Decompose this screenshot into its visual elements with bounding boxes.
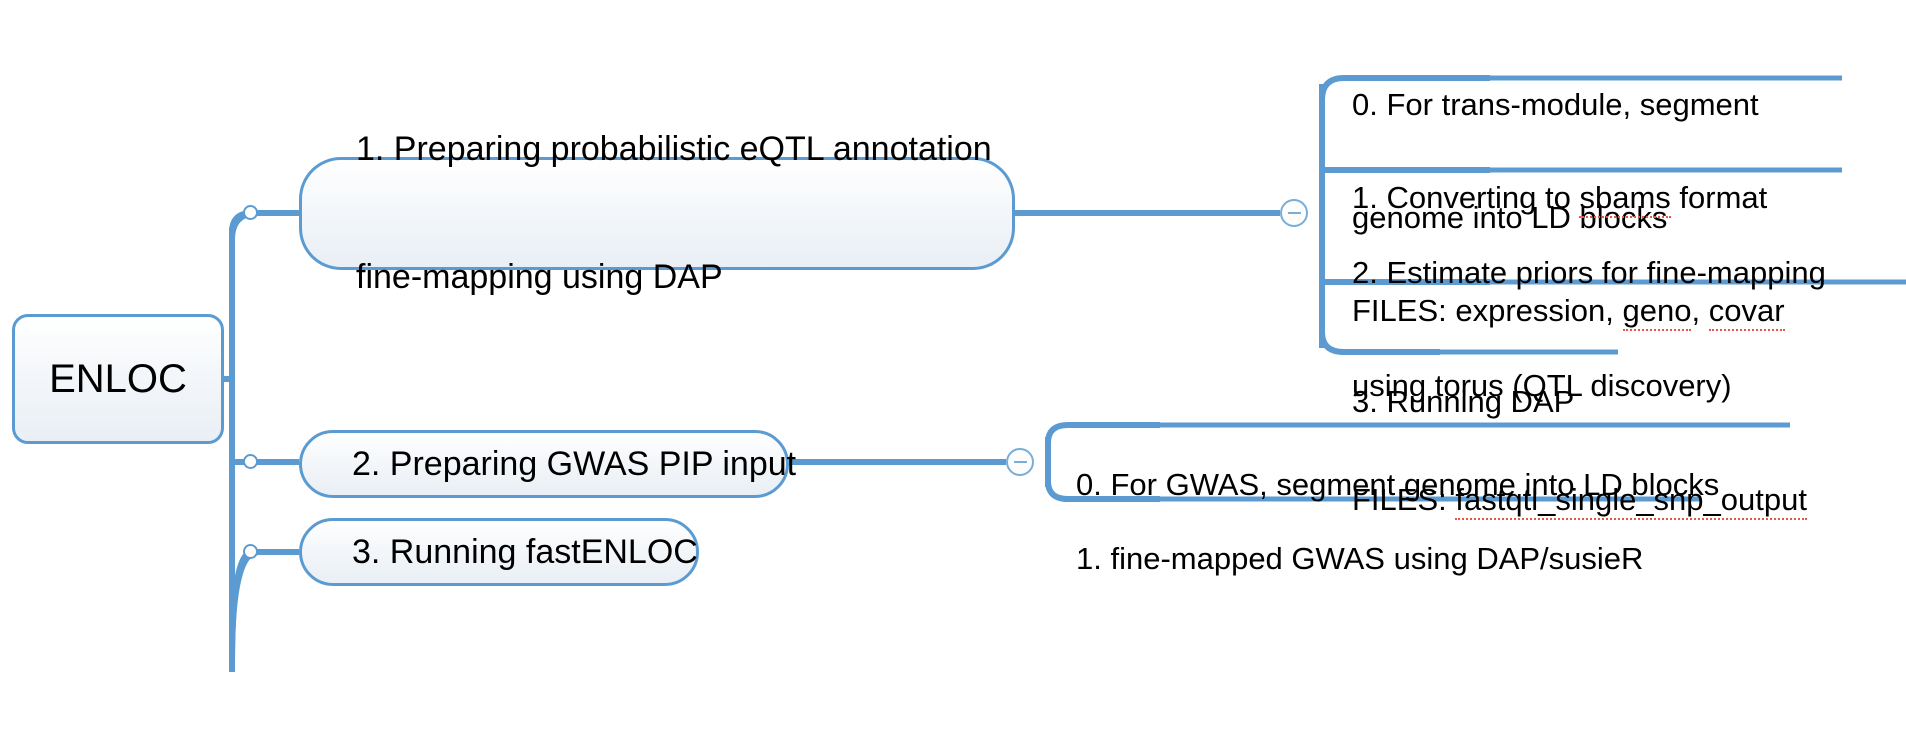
leaf-line-2: using torus (QTL discovery) bbox=[1352, 368, 1732, 404]
leaf-line-1-post: format bbox=[1670, 179, 1768, 215]
leaf-line-2-pre: FILES: expression, bbox=[1352, 293, 1623, 329]
leaf-trans-module-ld-blocks[interactable]: 0. For trans-module, segment genome into… bbox=[1352, 10, 1892, 316]
leaf-line-1-pre: 1. Converting to bbox=[1352, 179, 1580, 215]
branch-1-collapse-toggle[interactable] bbox=[1280, 199, 1308, 227]
leaf-converting-sbams[interactable]: 1. Converting to sbams format FILES: exp… bbox=[1352, 103, 1902, 409]
misspelled-word-fastqtl-single-snp-output: fastqtl_single_snp_output bbox=[1455, 481, 1807, 520]
branch-1-label-line-2: fine-mapping using DAP bbox=[356, 258, 723, 297]
leaf-line-1: 1. fine-mapped GWAS using DAP/susieR bbox=[1076, 540, 1644, 576]
branch-2-collapse-toggle[interactable] bbox=[1006, 448, 1034, 476]
minus-icon bbox=[1013, 461, 1027, 463]
branch-node-running-fastenloc[interactable]: 3. Running fastENLOC bbox=[299, 518, 699, 586]
leaf-gwas-ld-blocks[interactable]: 0. For GWAS, segment genome into LD bloc… bbox=[1076, 390, 1796, 582]
leaf-line-1: 0. For GWAS, segment genome into LD bloc… bbox=[1076, 466, 1720, 502]
leaf-line-1: 2. Estimate priors for fine-mapping bbox=[1352, 254, 1826, 290]
branch-node-preparing-gwas-pip[interactable]: 2. Preparing GWAS PIP input bbox=[299, 430, 796, 498]
leaf-line-3-pre: FILES: bbox=[1352, 481, 1456, 517]
leaf-line-1: 1. Converting to sbams format bbox=[1352, 179, 1902, 218]
leaf-line-2-mid: , bbox=[1691, 293, 1709, 329]
root-node-label: ENLOC bbox=[49, 356, 187, 401]
leaf-line-2: FILES: expression, geno, covar bbox=[1352, 292, 1902, 332]
leaf-fine-mapped-gwas[interactable]: 1. fine-mapped GWAS using DAP/susieR bbox=[1076, 464, 1716, 656]
leaf-line-3: FILES: fastqtl_single_snp_output bbox=[1352, 481, 1906, 520]
leaf-estimate-priors-torus[interactable]: 2. Estimate priors for fine-mapping usin… bbox=[1352, 178, 1906, 597]
branch-2-junction-dot[interactable] bbox=[243, 454, 258, 469]
leaf-line-1: 3. Running DAP bbox=[1352, 383, 1575, 419]
branch-3-junction-dot[interactable] bbox=[243, 544, 258, 559]
leaf-running-dap[interactable]: 3. Running DAP bbox=[1352, 307, 1632, 499]
branch-3-label: 3. Running fastENLOC bbox=[352, 532, 698, 571]
minus-icon bbox=[1287, 212, 1301, 214]
branch-node-preparing-eqtl[interactable]: 1. Preparing probabilistic eQTL annotati… bbox=[299, 130, 1015, 296]
branch-1-label-line-1: 1. Preparing probabilistic eQTL annotati… bbox=[356, 129, 992, 168]
branch-2-label: 2. Preparing GWAS PIP input bbox=[352, 444, 797, 483]
leaf-line-2: genome into LD blocks bbox=[1352, 200, 1668, 236]
misspelled-word-geno: geno bbox=[1622, 293, 1692, 332]
root-node[interactable]: ENLOC bbox=[12, 314, 224, 444]
branch-1-junction-dot[interactable] bbox=[243, 205, 258, 220]
leaf-line-1: 0. For trans-module, segment bbox=[1352, 86, 1759, 122]
misspelled-word-sbams: sbams bbox=[1579, 179, 1671, 218]
misspelled-word-covar: covar bbox=[1708, 293, 1785, 332]
